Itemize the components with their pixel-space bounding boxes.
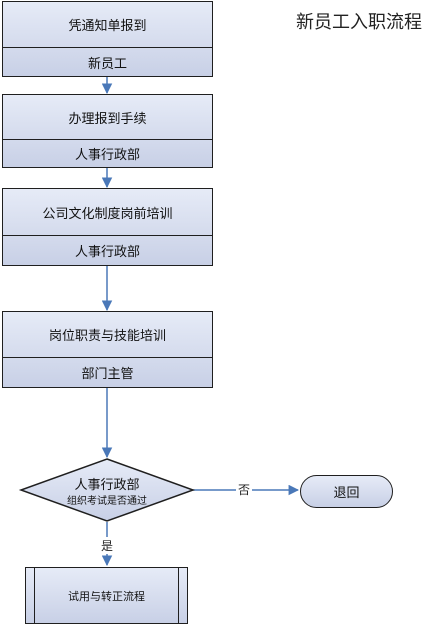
- step-name: 岗位职责与技能培训: [48, 329, 166, 344]
- next-process-label: 试用与转正流程: [68, 589, 145, 603]
- decision-diamond: [18, 458, 196, 522]
- step-box: 公司文化制度岗前培训 人事行政部: [2, 188, 213, 266]
- subprocess-right-bar: [178, 568, 179, 623]
- yes-label: 是: [99, 537, 116, 554]
- decision-owner: 人事行政部: [74, 478, 140, 493]
- diagram-title: 新员工入职流程: [296, 12, 422, 33]
- step-owner: 人事行政部: [3, 235, 212, 265]
- reject-label: 退回: [333, 486, 360, 501]
- no-label: 否: [236, 481, 253, 498]
- step-owner: 新员工: [3, 47, 212, 76]
- subprocess-left-bar: [34, 568, 35, 623]
- decision-question: 组织考试是否通过: [67, 496, 147, 507]
- step-name: 办理报到手续: [68, 111, 147, 127]
- step-box: 岗位职责与技能培训 部门主管: [2, 311, 213, 388]
- step-name: 公司文化制度岗前培训: [42, 206, 173, 222]
- next-process-box: 试用与转正流程: [25, 567, 188, 624]
- step-box: 凭通知单报到 新员工: [2, 1, 213, 77]
- step-owner: 人事行政部: [3, 139, 212, 167]
- step-owner: 部门主管: [3, 357, 212, 387]
- step-box: 办理报到手续 人事行政部: [2, 94, 213, 168]
- step-name: 凭通知单报到: [68, 19, 147, 34]
- reject-terminator: 退回: [300, 475, 393, 508]
